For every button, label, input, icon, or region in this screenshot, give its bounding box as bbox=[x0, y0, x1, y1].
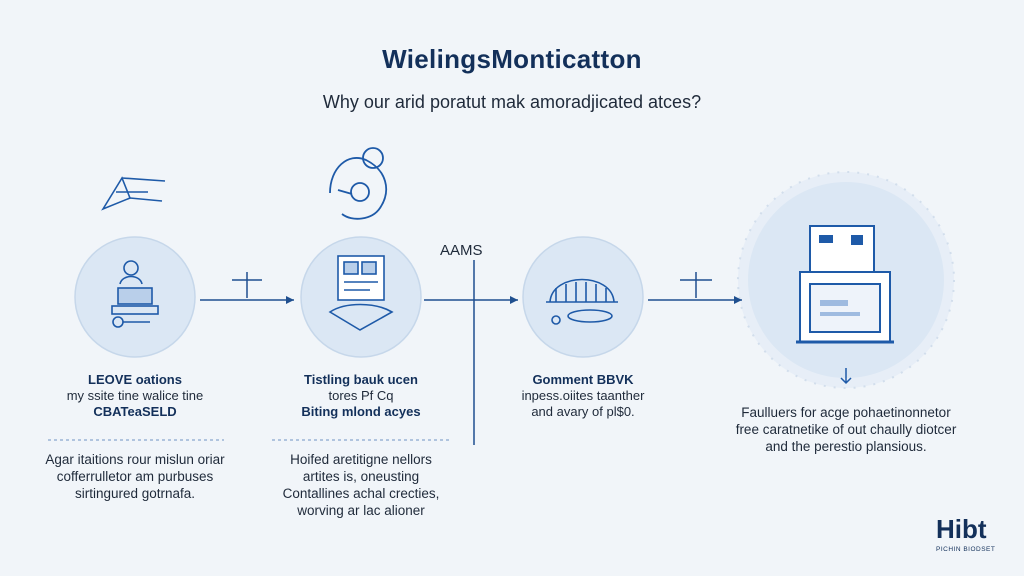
step-3-line-3: and avary of pl$0. bbox=[531, 404, 635, 419]
dome-building-icon bbox=[546, 278, 618, 325]
flow-label: AAMS bbox=[440, 242, 483, 259]
step-3-line-2: inpess.oiites taanther bbox=[521, 388, 645, 403]
brand-logo: Hibt bbox=[936, 514, 987, 544]
diagram-subtitle: Why our arid poratut mak amoradjicated a… bbox=[322, 92, 702, 112]
thinking-head-icon bbox=[329, 147, 388, 220]
document-board-icon bbox=[328, 255, 394, 331]
step-4-desc-line-3: and the perestio plansious. bbox=[765, 439, 927, 454]
laptop-monitor-icon bbox=[796, 225, 894, 385]
step-3-circle bbox=[522, 236, 644, 358]
step-2-desc-line-3: Contallines achal crecties, bbox=[282, 486, 440, 501]
connector-3-4 bbox=[648, 272, 742, 304]
step-1-desc-line-2: cofferrulletor am purbuses bbox=[56, 469, 214, 484]
step-4-description: Faulluers for acge pohaetinonnetor free … bbox=[716, 404, 976, 455]
step-2-description: Hoifed aretitigne nellors artites is, on… bbox=[251, 451, 471, 519]
connector-2-3 bbox=[424, 260, 518, 445]
step-2-desc-line-2: artites is, oneusting bbox=[302, 469, 420, 484]
step-1-line-3: CBATeaSELD bbox=[93, 404, 177, 419]
step-2-text: Tistling bauk ucen tores Pf Cq Biting ml… bbox=[261, 372, 461, 420]
step-2-desc-line-4: worving ar lac alioner bbox=[297, 503, 425, 518]
step-2-line-2: tores Pf Cq bbox=[328, 388, 394, 403]
worker-desk-icon bbox=[111, 260, 159, 328]
pen-sketch-icon bbox=[101, 176, 166, 211]
step-1-desc-line-1: Agar itaitions rour mislun oriar bbox=[45, 452, 225, 467]
step-3-text: Gomment BBVK inpess.oiites taanther and … bbox=[483, 372, 683, 420]
step-4-desc-line-2: free caratnetike of out chaully diotcer bbox=[735, 422, 957, 437]
step-2-line-1: Tistling bauk ucen bbox=[304, 372, 418, 387]
step-4-desc-line-1: Faulluers for acge pohaetinonnetor bbox=[741, 405, 951, 420]
connector-1-2 bbox=[200, 272, 294, 304]
step-3-line-1: Gomment BBVK bbox=[532, 372, 634, 387]
step-1-desc-line-3: sirtingured gotrnafa. bbox=[74, 486, 196, 501]
step-2-desc-line-1: Hoifed aretitigne nellors bbox=[290, 452, 432, 467]
step-1-description: Agar itaitions rour mislun oriar cofferr… bbox=[25, 451, 245, 502]
step-1-line-1: LEOVE oations bbox=[88, 372, 182, 387]
step-1-text: LEOVE oations my ssite tine walice tine … bbox=[35, 372, 235, 420]
step-2-line-3: Biting mlond acyes bbox=[301, 404, 421, 419]
diagram-title: WielingsMonticatton bbox=[382, 44, 642, 74]
step-1-line-2: my ssite tine walice tine bbox=[66, 388, 204, 403]
brand-logo-subtext: PICHIN BIODSET bbox=[936, 546, 996, 553]
